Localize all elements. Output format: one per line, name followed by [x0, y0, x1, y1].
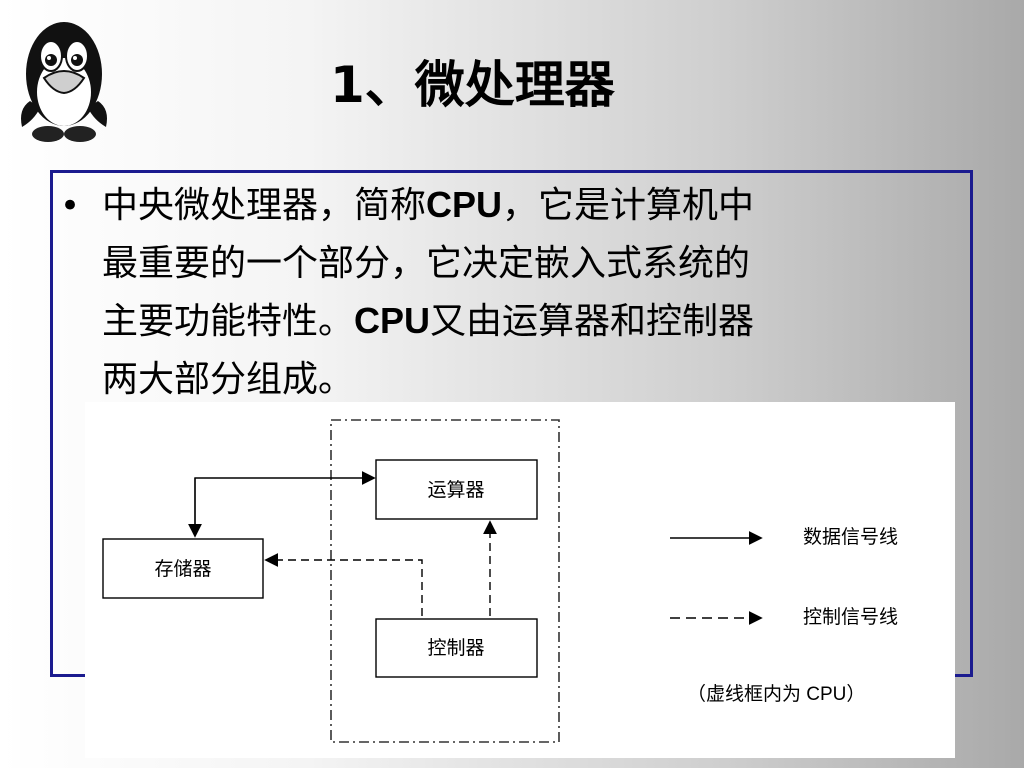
legend-control-line-label: 控制信号线	[803, 606, 898, 628]
controller-label: 控制器	[427, 637, 484, 659]
bullet-line-1-part-3: ，它是计算机中	[502, 185, 755, 226]
bullet-line-3-part-2: CPU	[354, 300, 431, 341]
bullet-line-4-part-1: 两大部分组成。	[102, 359, 355, 400]
bullet-line-2: 最重要的一个部分，它决定嵌入式系统的	[102, 234, 938, 292]
memory-alu-data-line	[194, 471, 376, 529]
page-title: 1、微处理器	[330, 56, 615, 114]
bullet-text: 中央微处理器，简称CPU，它是计算机中 最重要的一个部分，它决定嵌入式系统的 主…	[102, 176, 938, 408]
controller-box	[375, 618, 538, 678]
memory-box	[102, 538, 264, 599]
alu-box	[375, 459, 538, 520]
penguin-logo	[14, 14, 114, 146]
bullet-line-3-part-3: 又由运算器和控制器	[430, 301, 755, 342]
memory-label: 存储器	[154, 558, 211, 580]
bullet-line-1-part-2: CPU	[426, 184, 503, 225]
alu-label: 运算器	[427, 479, 484, 501]
bullet-line-2-part-1: 最重要的一个部分，它决定嵌入式系统的	[102, 243, 751, 284]
controller-memory-control-line	[264, 553, 423, 616]
legend-note: （虚线框内为 CPU）	[687, 683, 865, 705]
bullet-dot: •	[60, 186, 81, 226]
bullet-line-3-part-1: 主要功能特性。	[102, 301, 355, 342]
cpu-diagram: 运算器 存储器 控制器 数据信号线 控制信号线 （虚线框内为 CPU）	[102, 419, 898, 743]
cpu-boundary	[330, 419, 560, 743]
bullet-line-1-part-1: 中央微处理器，简称	[102, 185, 427, 226]
bullet-line-1: 中央微处理器，简称CPU，它是计算机中	[102, 176, 938, 234]
legend-data-line-label: 数据信号线	[803, 526, 898, 548]
cpu-diagram-card: 运算器 存储器 控制器 数据信号线 控制信号线 （虚线框内为 CPU）	[85, 402, 955, 758]
bullet-line-3: 主要功能特性。CPU又由运算器和控制器	[102, 292, 938, 350]
bullet-line-4: 两大部分组成。	[102, 350, 938, 408]
